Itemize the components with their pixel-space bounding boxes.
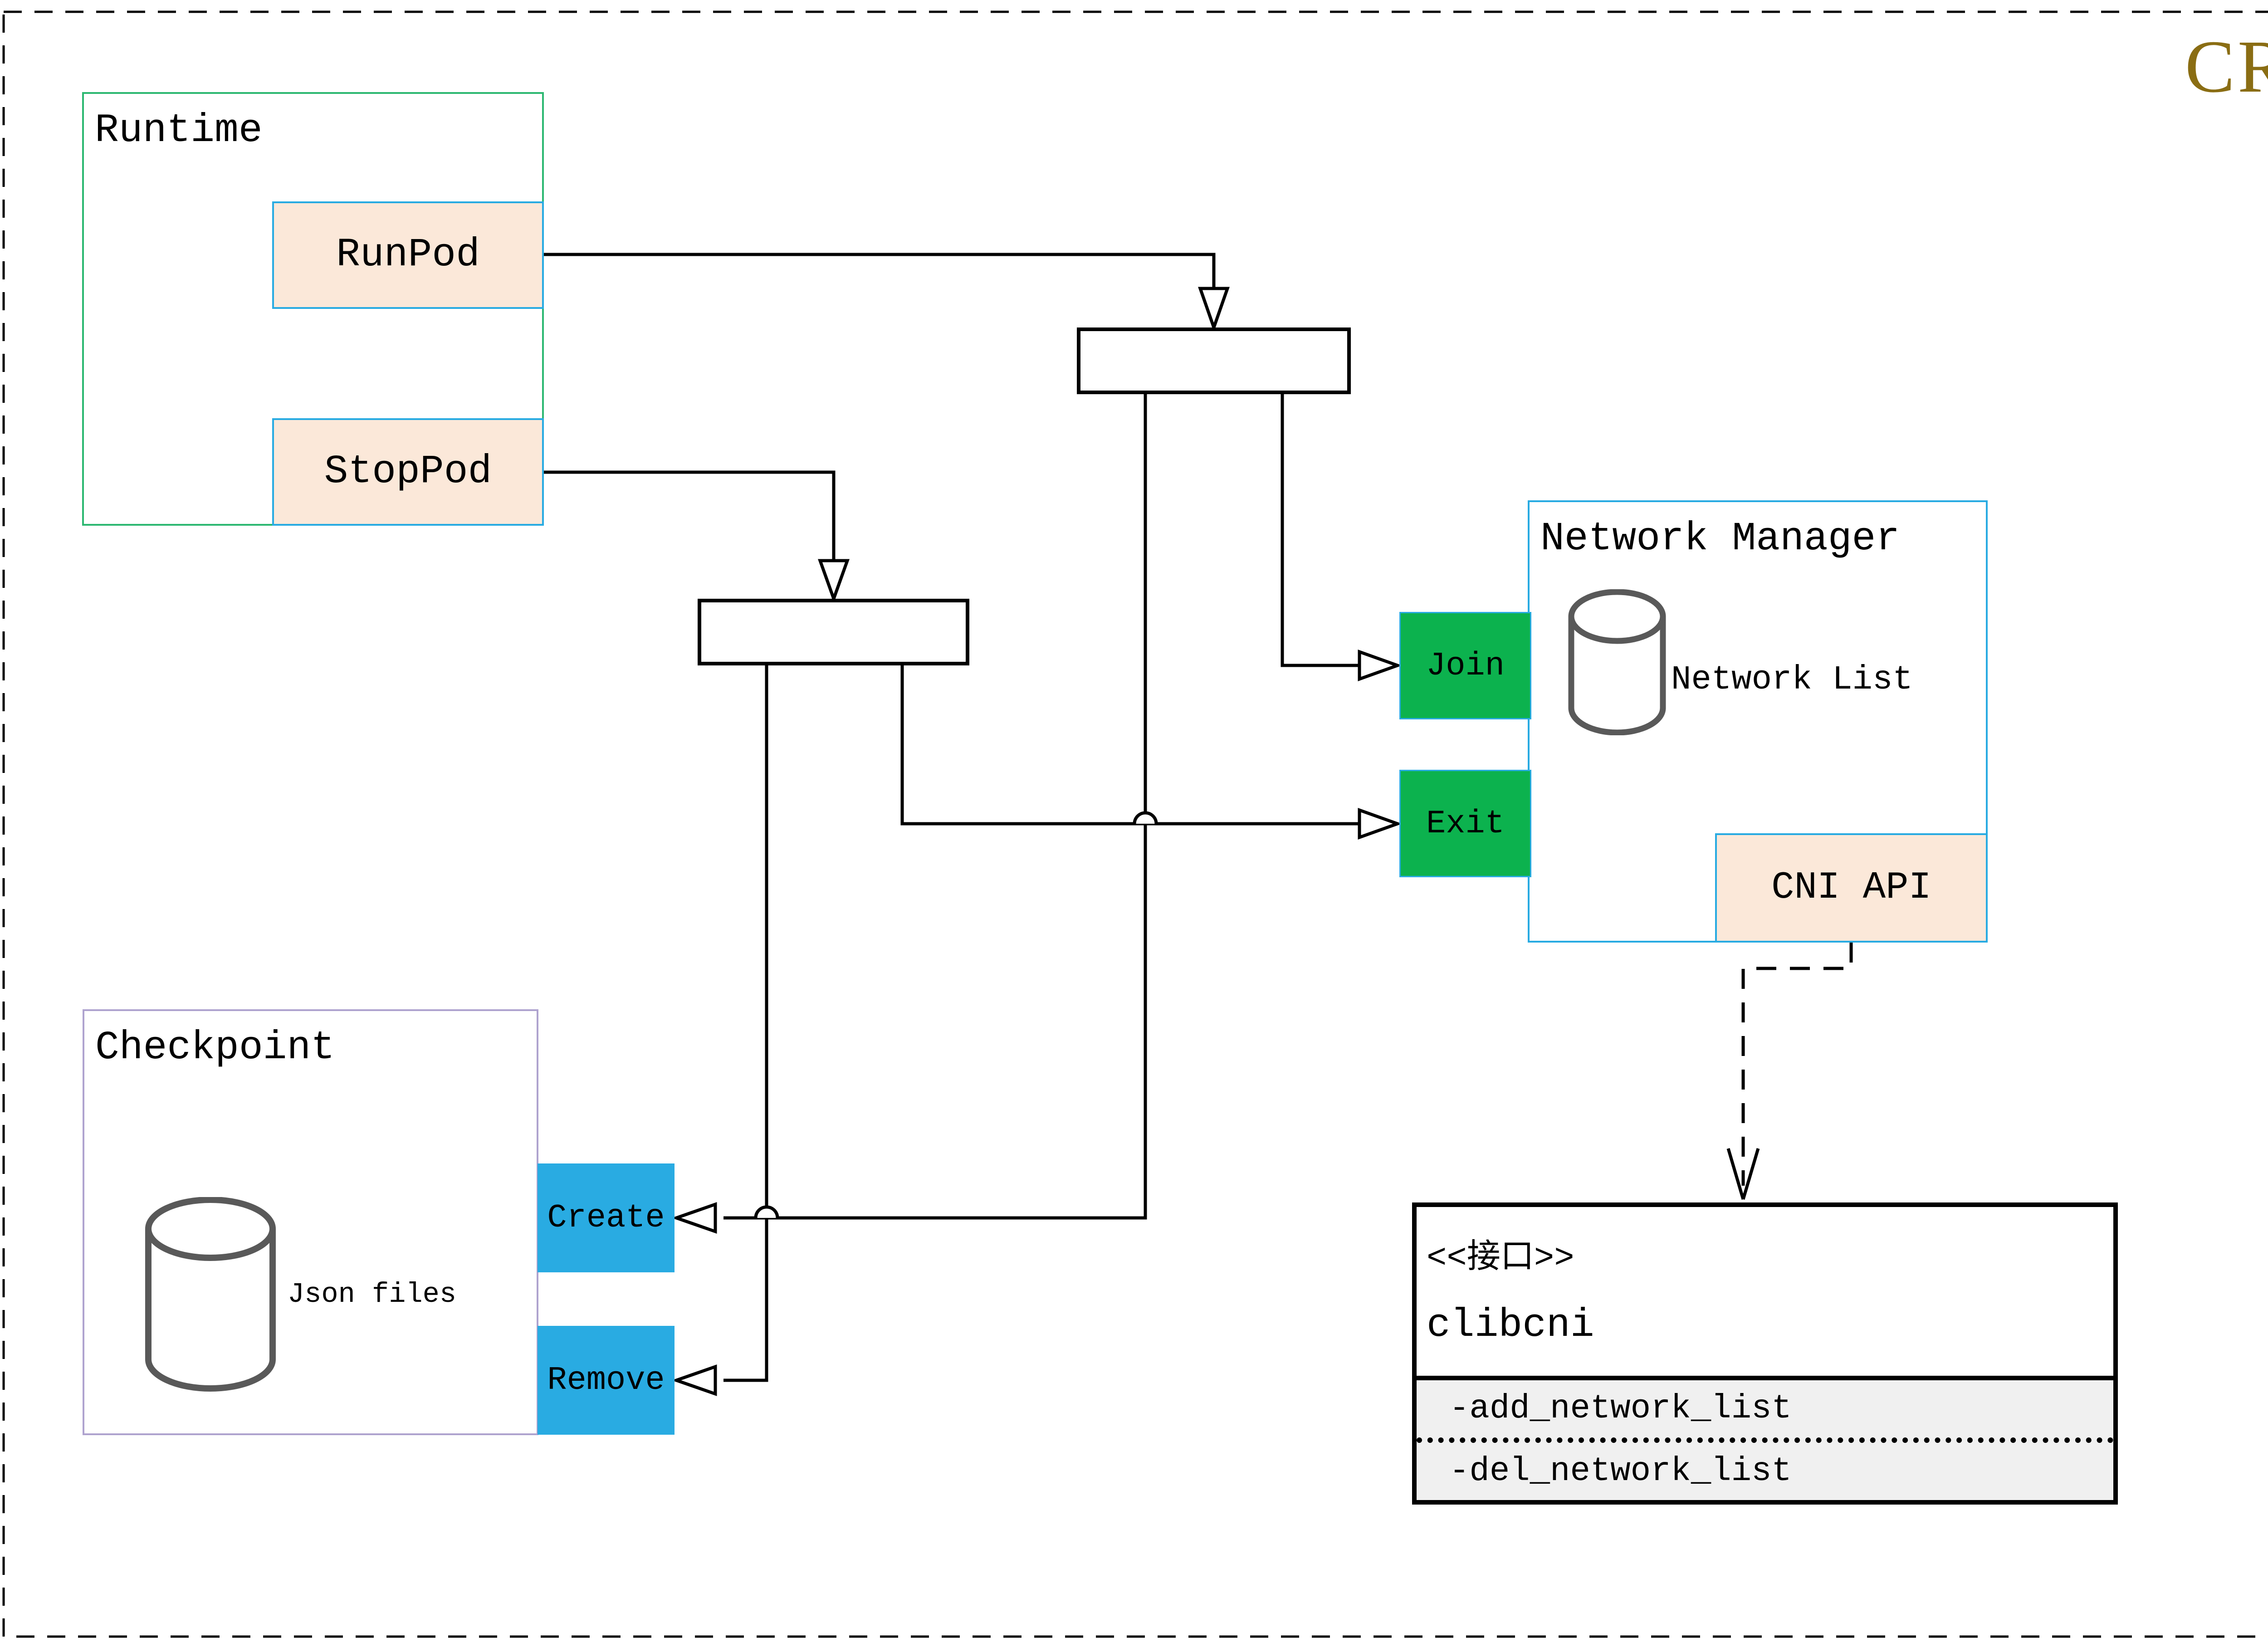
interface-stereotype: <<接口>>: [1427, 1240, 1574, 1278]
runtime-title: Runtime: [95, 108, 263, 153]
arrowhead-into-create: [671, 1202, 717, 1234]
create-label: Create: [547, 1199, 665, 1236]
cri-title: CRI: [2185, 25, 2268, 108]
arrowhead-into-bar1: [1198, 287, 1230, 332]
json-files-cylinder-icon: [145, 1197, 276, 1392]
dashed-connector-cniapi-to-clibcni: [1741, 943, 1853, 1186]
exit-label: Exit: [1426, 805, 1505, 842]
network-list-label: Network List: [1671, 661, 1913, 699]
network-manager-title: Network Manager: [1540, 517, 1900, 562]
network-list-cylinder-icon: [1568, 589, 1666, 735]
stoppod-label: StopPod: [324, 450, 492, 494]
cni-api-label: CNI API: [1771, 866, 1931, 909]
connector-bar1-to-create: [723, 394, 1147, 1220]
json-files-label: Json files: [288, 1278, 457, 1310]
connector-bar2-to-remove: [723, 665, 768, 1382]
connector-bar2-to-exit: [900, 665, 1361, 826]
cni-api-box: CNI API: [1715, 833, 1988, 943]
runpod-label: RunPod: [336, 233, 480, 278]
junction-bar-1: [1077, 327, 1351, 394]
method-row: -del_network_list: [1417, 1437, 2113, 1500]
join-port: Join: [1399, 612, 1531, 719]
method-row: -add_network_list: [1417, 1380, 2113, 1437]
arrowhead-into-bar2: [818, 559, 850, 604]
checkpoint-box: Checkpoint Json files: [83, 1009, 538, 1435]
arrowhead-into-exit: [1358, 808, 1403, 840]
connector-runpod-to-bar1: [544, 253, 1216, 288]
interface-methods-section: -add_network_list -del_network_list: [1417, 1376, 2113, 1500]
line-jump-exit-over-vertical: [1133, 811, 1158, 824]
remove-port: Remove: [538, 1326, 675, 1435]
interface-name: clibcni: [1427, 1303, 1594, 1348]
add-network-list-method: -add_network_list: [1449, 1390, 1792, 1428]
connector-stoppod-to-bar2: [544, 470, 836, 561]
exit-port: Exit: [1399, 770, 1531, 877]
line-jump-create-over-vertical: [754, 1205, 779, 1218]
connector-bar1-to-join: [1281, 394, 1361, 667]
clibcni-interface-box: <<接口>> clibcni -add_network_list -del_ne…: [1412, 1202, 2118, 1505]
join-label: Join: [1426, 647, 1505, 684]
remove-label: Remove: [547, 1362, 665, 1399]
del-network-list-method: -del_network_list: [1449, 1452, 1792, 1491]
page-dashed-border: [2, 10, 2268, 1638]
checkpoint-title: Checkpoint: [95, 1026, 335, 1070]
arrowhead-into-join: [1358, 650, 1403, 681]
stoppod-button: StopPod: [272, 418, 544, 526]
open-arrowhead-into-clibcni: [1726, 1148, 1760, 1200]
runpod-button: RunPod: [272, 201, 544, 309]
junction-bar-2: [698, 599, 969, 665]
arrowhead-into-remove: [671, 1364, 717, 1396]
create-port: Create: [538, 1163, 675, 1272]
